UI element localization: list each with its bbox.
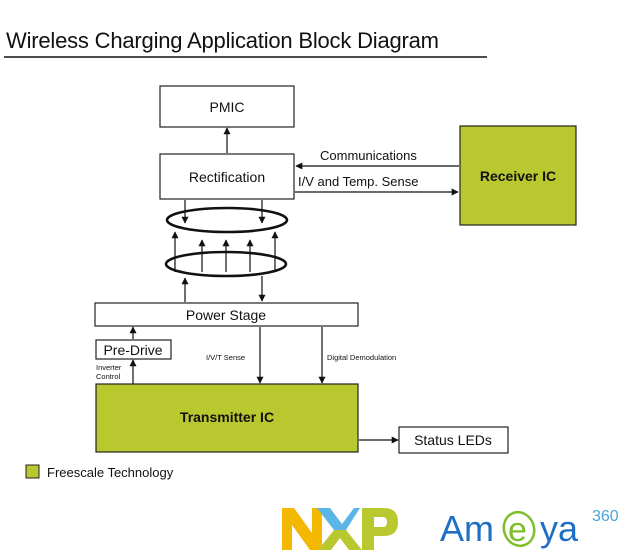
receiver-ic-fill [459,125,577,226]
communications-label: Communications [320,148,417,163]
nxp-logo-p-shape [362,508,398,550]
receiver-coil [165,206,289,234]
transmitter-ic-fill [95,383,359,453]
legend-swatch [25,464,40,479]
pmic-block: PMIC [159,85,295,128]
pre-drive-block: Pre-Drive [95,339,172,360]
rectification-block: Rectification [159,153,295,200]
legend-label: Freescale Technology [47,465,174,480]
status-leds-block: Status LEDs [398,426,509,454]
nxp-logo-n-shape [282,508,322,550]
pre-drive-label: Pre-Drive [103,342,162,358]
receiver-ic-block: Receiver IC [459,125,577,226]
nxp-logo-x-shape-blue [317,508,360,530]
digital-demodulation-label: Digital Demodulation [327,353,396,362]
magnetic-coupling-arrows [171,231,279,272]
nxp-logo-letter-x: X [1,0,2,2]
nxp-logo-x-shape-green [318,530,362,550]
nxp-logo-letter-n: N [1,0,2,2]
ameya360-logo: Am e ya 360 [440,508,619,549]
receiver-ic-label: Receiver IC [480,168,556,184]
legend: Freescale Technology [25,464,174,480]
ivt-sense-label: I/V/T Sense [206,353,245,362]
transmitter-ic-block: Transmitter IC [95,383,359,453]
ameya-logo-360: 360 [592,508,619,525]
nxp-logo: N X P [1,0,398,550]
inverter-control-label-line1: Inverter [96,363,122,372]
rectification-label: Rectification [189,169,265,185]
pmic-label: PMIC [210,99,245,115]
ameya-logo-am: Am [440,508,494,549]
power-stage-label: Power Stage [186,307,266,323]
ameya-logo-e: e [508,511,527,549]
status-leds-label: Status LEDs [414,432,492,448]
ameya-logo-ya: ya [540,508,579,549]
nxp-logo-letter-p: P [1,0,2,2]
transmitter-ic-label: Transmitter IC [180,409,274,425]
inverter-control-label-line2: Control [96,372,121,381]
transmitter-coil [164,250,288,278]
ameya-logo-e-ring [502,510,536,548]
page-title: Wireless Charging Application Block Diag… [6,28,439,53]
power-stage-block: Power Stage [94,302,359,327]
iv-temp-sense-label: I/V and Temp. Sense [298,174,418,189]
